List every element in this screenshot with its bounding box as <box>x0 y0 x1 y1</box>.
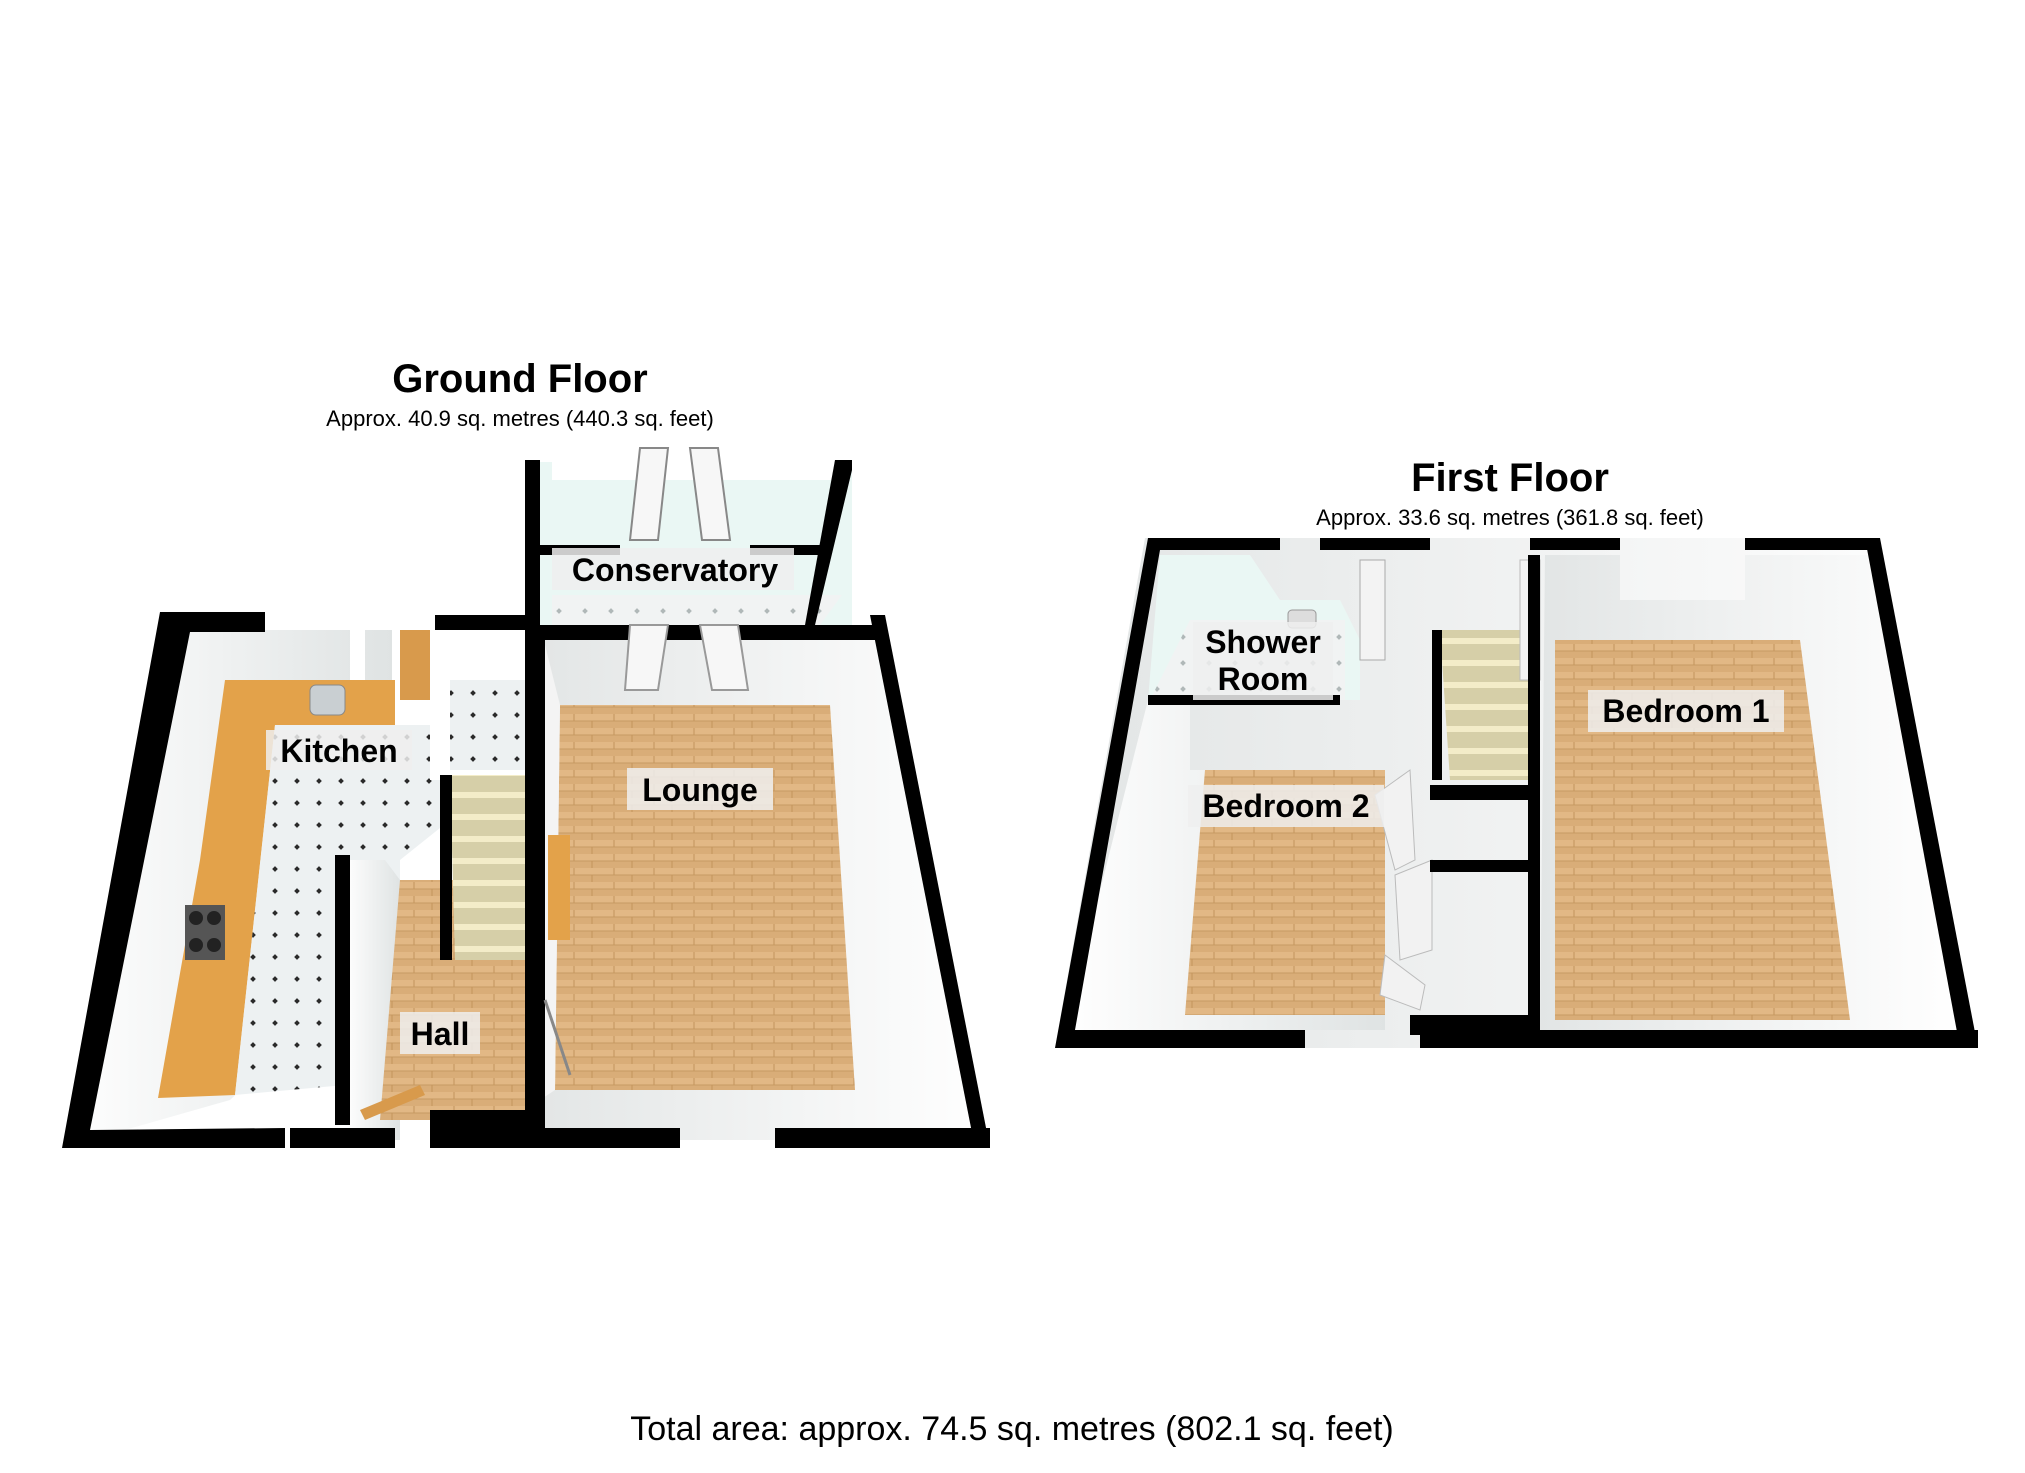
back-door <box>400 630 430 700</box>
hall-label-bg <box>400 1012 480 1054</box>
conservatory-label-bg <box>552 548 794 590</box>
kitchen-wall-bottom <box>290 1128 330 1148</box>
ground-floor-title: Ground Floor <box>392 357 648 401</box>
shower-room-door <box>1359 559 1386 661</box>
staircase <box>450 775 540 960</box>
lounge-wall-left <box>525 630 545 1148</box>
hob <box>185 905 225 960</box>
total-area: Total area: approx. 74.5 sq. metres (802… <box>630 1410 1394 1448</box>
hall-wall-bottom-right <box>430 1110 525 1148</box>
cupboard-wall-2 <box>1430 860 1530 872</box>
conservatory <box>525 447 852 625</box>
first-floor-wall-top-mid <box>1320 538 1430 550</box>
conservatory-door-left <box>628 447 670 541</box>
patio-door-right <box>698 624 750 691</box>
lounge-label: Lounge <box>642 772 758 808</box>
shower-room-label-bg <box>1193 622 1333 700</box>
lounge-wall-right <box>870 615 990 1148</box>
landing-wall-bottom <box>1410 1015 1530 1035</box>
bedroom-2-floor <box>1185 770 1385 1015</box>
conservatory-door-right <box>688 447 732 541</box>
bedroom-2 <box>1065 700 1433 1030</box>
landing-tiles <box>450 680 530 770</box>
first-floor-wall-top-right2 <box>1745 538 1880 550</box>
shower-room-label-line2: Room <box>1218 661 1309 697</box>
shower-room-label-line1: Shower <box>1205 624 1321 660</box>
hall-wall-top <box>435 615 540 630</box>
bedroom-2-label: Bedroom 2 <box>1202 788 1369 824</box>
conservatory-wall-right <box>805 460 852 625</box>
hall-label: Hall <box>411 1016 470 1052</box>
bedroom-1-floor <box>1555 640 1850 1020</box>
front-door <box>360 1085 425 1120</box>
lounge-label-bg <box>627 768 773 810</box>
first-floor-wall-left <box>1055 538 1305 1048</box>
first-floor-wall-bottom <box>1420 1030 1978 1048</box>
bedroom-1-label: Bedroom 1 <box>1602 693 1769 729</box>
cupboard-door <box>1394 859 1433 961</box>
kitchen-worktop <box>158 680 395 1098</box>
fireplace <box>548 835 570 940</box>
kitchen-outer-wall <box>62 612 285 1148</box>
hall <box>330 615 540 1148</box>
first-floor-staircase <box>1440 630 1530 780</box>
stair-wall <box>440 775 452 960</box>
landing-wall <box>1432 630 1442 780</box>
conservatory-floor <box>552 595 842 625</box>
bedroom-1-label-bg <box>1588 690 1784 732</box>
hall-wall-left <box>335 855 350 1125</box>
bedroom-1 <box>1540 555 1960 1035</box>
first-floor: First Floor Approx. 33.6 sq. metres (361… <box>1055 456 1978 1048</box>
cupboard-wall-1 <box>1430 785 1530 800</box>
hall-wall-bottom-left <box>330 1128 395 1148</box>
first-floor-title: First Floor <box>1411 456 1609 500</box>
sink <box>309 684 346 716</box>
lounge-wall-bottom-left <box>525 1128 680 1148</box>
bedroom-2-label-bg <box>1188 785 1384 827</box>
lounge-door <box>543 999 572 1076</box>
kitchen-label-bg <box>266 730 412 770</box>
bedroom-1-wall <box>1528 555 1540 1035</box>
first-floor-area: Approx. 33.6 sq. metres (361.8 sq. feet) <box>1316 505 1704 530</box>
lounge <box>525 615 990 1148</box>
conservatory-wall-left <box>525 460 540 625</box>
first-floor-wall-top-right1 <box>1530 538 1620 550</box>
ground-floor-area: Approx. 40.9 sq. metres (440.3 sq. feet) <box>326 406 714 431</box>
ground-floor: Ground Floor Approx. 40.9 sq. metres (44… <box>62 357 990 1148</box>
lounge-floor <box>555 705 855 1090</box>
patio-door-left <box>623 624 670 691</box>
lounge-wall-bottom-right <box>775 1128 990 1148</box>
kitchen-label: Kitchen <box>280 733 397 769</box>
bedroom-2-door <box>1374 769 1416 871</box>
landing <box>1430 559 1541 872</box>
conservatory-label: Conservatory <box>572 552 779 588</box>
cupboard-door-2 <box>1379 954 1426 1011</box>
first-floor-wall-right <box>1865 538 1978 1048</box>
